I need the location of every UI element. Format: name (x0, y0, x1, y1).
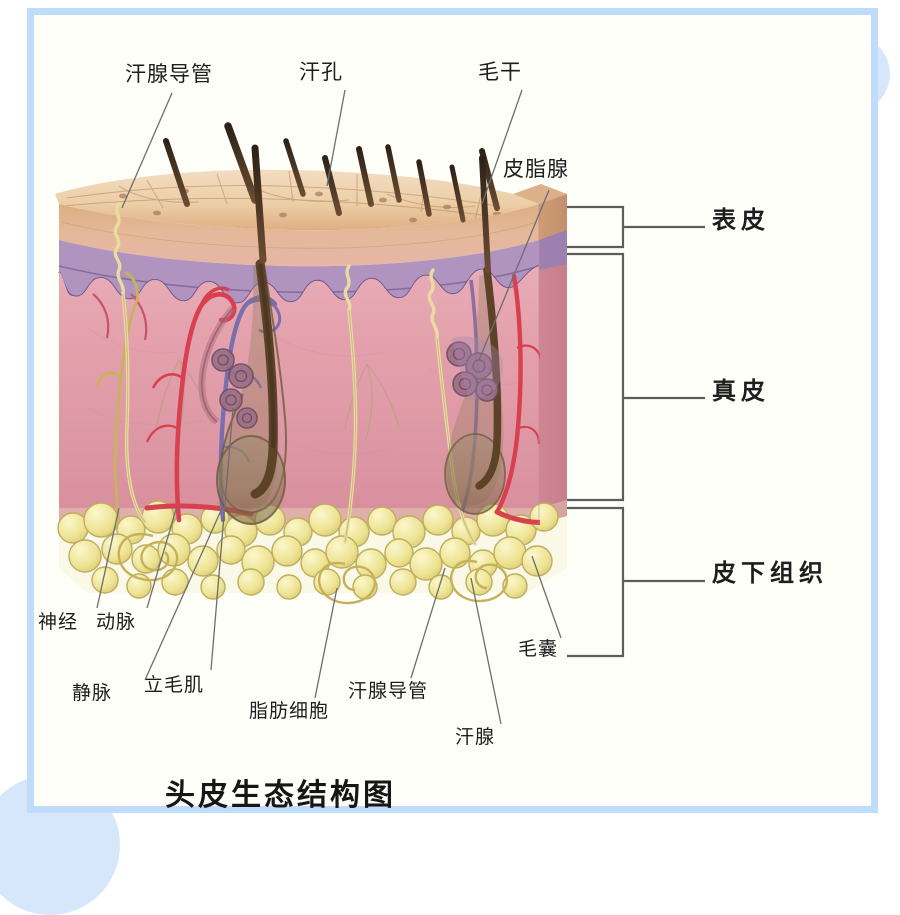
leader-hair-follicle (531, 555, 562, 639)
label-sweat-gland-duct-top: 汗腺导管 (125, 63, 213, 86)
label-sweat-pore: 汗孔 (299, 61, 343, 84)
bracket-subcutaneous (567, 506, 625, 658)
leader-hair-shaft (481, 89, 523, 205)
sebaceous-gland-clusters (211, 336, 504, 429)
label-artery: 动脉 (96, 612, 137, 633)
label-dermis: 真皮 (712, 378, 770, 405)
label-arrector-pili-muscle: 立毛肌 (144, 675, 205, 696)
bracket-epidermis (567, 205, 625, 249)
leader-sweat-pore (326, 89, 346, 187)
leader-sweat-duct-bottom (410, 567, 446, 679)
skin-block-3d (55, 122, 567, 605)
hair-shafts (163, 122, 500, 273)
leader-arrector (210, 407, 234, 671)
label-subcutaneous-tissue: 皮下组织 (712, 560, 828, 587)
label-sweat-gland-duct-bottom: 汗腺导管 (348, 681, 429, 702)
leader-fat-cell (314, 587, 338, 699)
label-epidermis: 表皮 (712, 207, 770, 234)
bracket-dermis (567, 252, 625, 502)
label-fat-cell: 脂肪细胞 (249, 701, 330, 722)
block-right-side-face (513, 184, 567, 524)
label-nerve: 神经 (38, 612, 79, 633)
layer-brackets (567, 205, 705, 658)
nerve-fibres (95, 270, 139, 523)
dermal-fibres (86, 327, 520, 455)
label-vein: 静脉 (72, 683, 113, 704)
leader-nerve (96, 507, 120, 609)
subcutaneous-fat-layer (57, 500, 567, 605)
leader-sebaceous (478, 189, 550, 361)
leader-vein (144, 505, 224, 681)
label-hair-shaft: 毛干 (478, 61, 522, 84)
label-sebaceous-gland: 皮脂腺 (503, 158, 569, 181)
epidermis-front-face (59, 204, 539, 267)
label-sweat-gland: 汗腺 (455, 727, 496, 748)
diagram-title: 头皮生态结构图 (165, 779, 396, 812)
sweat-gland-coil (117, 533, 508, 605)
diagram-root: 汗腺导管 汗孔 毛干 皮脂腺 表皮 真皮 皮下组织 神经 动脉 静脉 立毛肌 脂… (0, 8, 890, 915)
skin-anatomy-illustration (27, 8, 878, 813)
leader-lines (96, 89, 562, 725)
label-hair-follicle: 毛囊 (518, 639, 559, 660)
epidermis-top-surface (55, 169, 539, 231)
leader-sweat-duct-top (121, 92, 173, 209)
leader-artery (146, 505, 178, 609)
leader-sweat-gland (470, 577, 502, 725)
